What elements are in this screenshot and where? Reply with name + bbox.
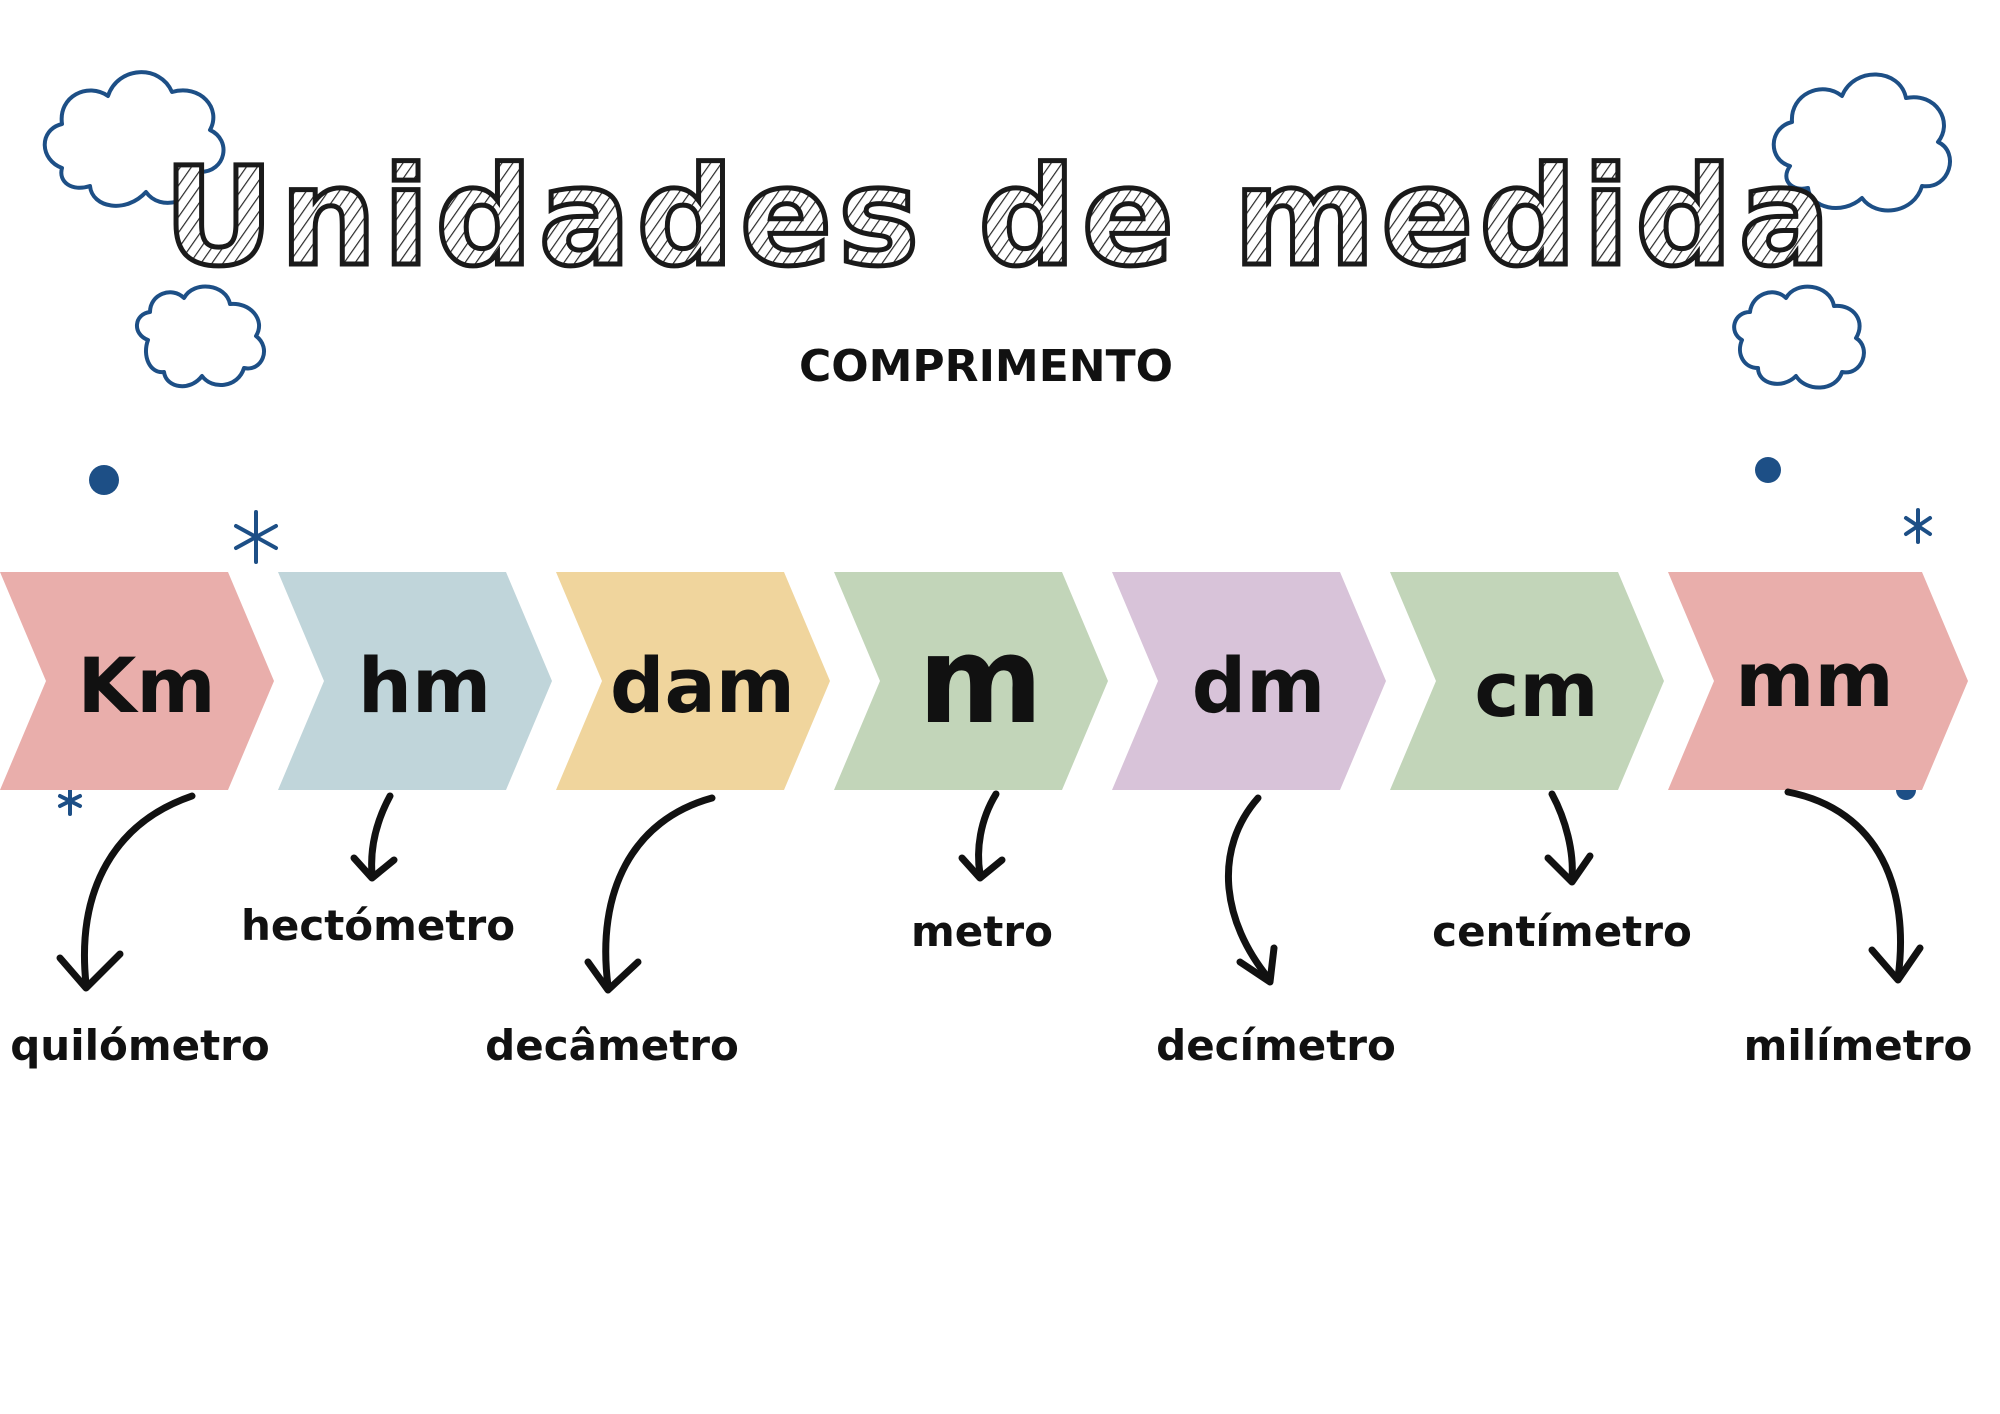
cloud-icon — [1771, 72, 1952, 213]
unit-abbr-dam: dam — [610, 641, 795, 730]
arrow-dm — [1224, 794, 1278, 986]
chevron-hm — [278, 572, 552, 790]
page-title: Unidades de medida — [164, 139, 1837, 297]
unit-abbr-mm: mm — [1735, 635, 1893, 724]
cloud-icon — [1732, 284, 1866, 390]
chevron-dam — [556, 572, 830, 790]
unit-name-mm: milímetro — [1744, 1021, 1973, 1070]
arrow-group — [56, 788, 1924, 994]
unit-name-group: quilómetro hectómetro decâmetro metro de… — [10, 901, 1972, 1070]
unit-name-dm: decímetro — [1156, 1021, 1396, 1070]
chevron-mm — [1668, 572, 1968, 790]
chevron-cm — [1390, 572, 1664, 790]
unit-abbr-m: m — [918, 612, 1043, 751]
star-icon — [58, 786, 82, 816]
star-icon — [234, 510, 278, 564]
arrow-m — [958, 790, 1006, 882]
star-icon — [1904, 508, 1932, 544]
cloud-icon — [135, 284, 266, 388]
unit-name-hm: hectómetro — [241, 901, 515, 950]
arrow-cm — [1544, 790, 1594, 886]
chevron-dm — [1112, 572, 1386, 790]
subtitle: COMPRIMENTO — [799, 341, 1173, 392]
dot — [1755, 457, 1781, 483]
unit-abbr-dm: dm — [1192, 641, 1326, 730]
dot — [89, 465, 119, 495]
page-title-fill: Unidades de medida — [164, 139, 1837, 297]
unit-name-km: quilómetro — [10, 1021, 270, 1070]
unit-abbr-km: Km — [77, 641, 215, 730]
arrow-mm — [1784, 788, 1924, 984]
cloud-icon — [42, 70, 226, 208]
unit-abbr-hm: hm — [358, 641, 491, 730]
arrow-km — [56, 792, 196, 992]
unit-name-m: metro — [911, 907, 1053, 956]
chevron-km — [0, 572, 274, 790]
unit-name-cm: centímetro — [1432, 907, 1692, 956]
unit-abbr-cm: cm — [1474, 645, 1598, 734]
arrow-dam — [584, 794, 716, 994]
unit-chevron-row: Km hm dam m dm cm mm — [0, 572, 1968, 790]
arrow-hm — [350, 792, 398, 882]
chevron-m — [834, 572, 1108, 790]
unit-name-dam: decâmetro — [485, 1021, 739, 1070]
decor-group — [42, 70, 1952, 816]
